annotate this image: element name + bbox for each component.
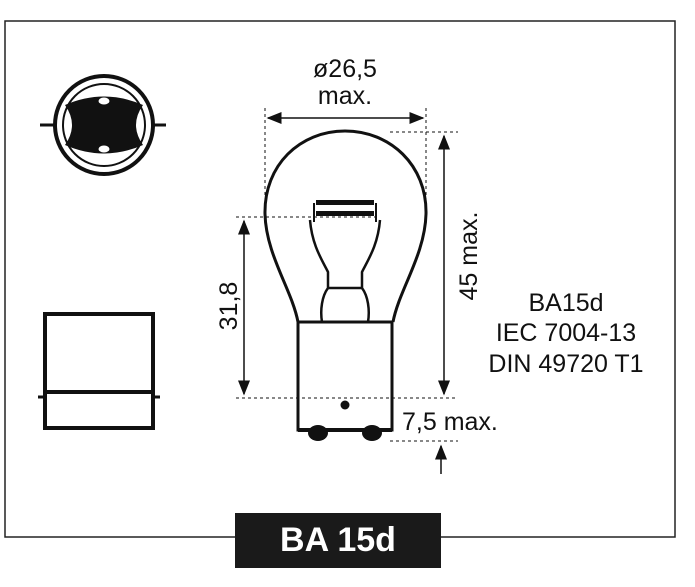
type-label-box: BA 15d xyxy=(235,513,441,568)
spec-line-iec: IEC 7004-13 xyxy=(496,319,636,347)
pin-offset-dimension: 7,5 max. xyxy=(402,408,498,436)
spec-line-base: BA15d xyxy=(528,289,603,317)
diameter-dimension: ø26,5 xyxy=(313,55,377,83)
type-label: BA 15d xyxy=(280,521,396,559)
spec-line-din: DIN 49720 T1 xyxy=(488,350,643,378)
diameter-note: max. xyxy=(318,82,372,110)
side-view-icon xyxy=(38,312,160,430)
height-dimension: 45 max. xyxy=(455,212,483,301)
dimension-arrows xyxy=(238,112,450,474)
reference-lines xyxy=(236,108,458,442)
filament-height-dimension: 31,8 xyxy=(215,282,243,331)
top-view-icon xyxy=(40,74,166,176)
bulb-profile xyxy=(263,129,428,441)
